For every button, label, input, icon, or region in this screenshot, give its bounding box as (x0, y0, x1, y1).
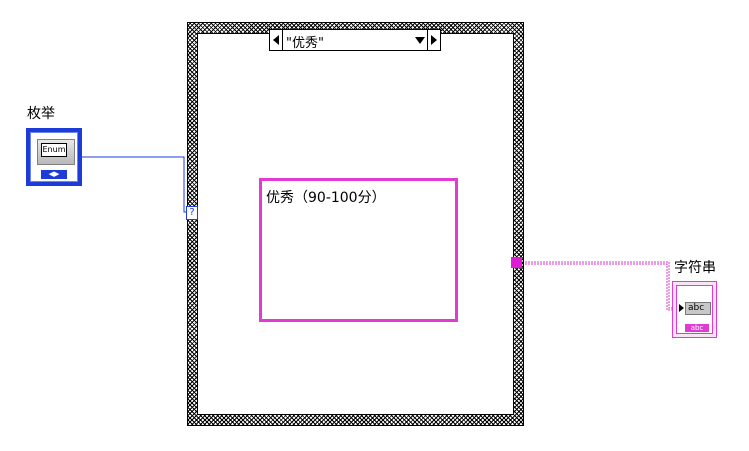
output-tunnel[interactable] (511, 257, 522, 268)
string-indicator-label: 字符串 (674, 260, 716, 276)
input-arrow-icon (679, 304, 684, 312)
string-indicator-tag: abc (685, 324, 709, 332)
string-indicator-display: abc (685, 302, 711, 315)
string-wire-outer-b (522, 263, 677, 311)
enum-control-terminal[interactable]: Enum ◀▶ (26, 128, 82, 186)
string-constant-text: 优秀（90-100分） (266, 190, 386, 206)
enum-arrows-icon: ◀▶ (48, 170, 60, 178)
case-selector-label: "优秀" (286, 36, 324, 51)
enum-wire (82, 156, 187, 213)
triangle-down-icon[interactable] (415, 37, 425, 44)
string-wire-outer (522, 261, 677, 309)
string-indicator-inner: abc abc (676, 285, 713, 334)
enum-control-inner: Enum ◀▶ (30, 132, 78, 182)
case-increment-button[interactable] (427, 30, 440, 50)
enum-tag: Enum (41, 143, 67, 157)
enum-arrows-bar: ◀▶ (41, 170, 67, 179)
triangle-right-icon (431, 35, 437, 45)
enum-control-label: 枚举 (27, 106, 55, 122)
triangle-left-icon (273, 35, 279, 45)
case-selector[interactable]: "优秀" (269, 29, 441, 51)
string-indicator-terminal[interactable]: abc abc (672, 281, 717, 338)
case-decrement-button[interactable] (270, 30, 283, 50)
case-selector-terminal[interactable]: ? (186, 206, 198, 220)
string-constant[interactable]: 优秀（90-100分） (259, 178, 458, 322)
